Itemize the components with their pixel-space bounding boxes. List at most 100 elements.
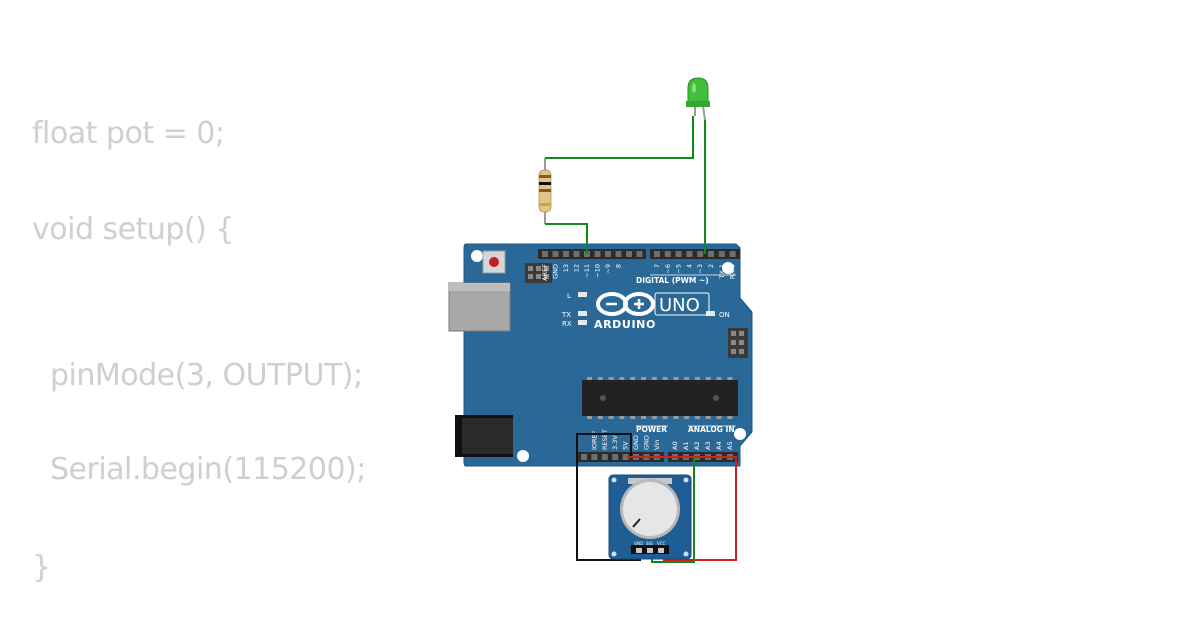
pot-pin-sig-label: SIG bbox=[646, 541, 653, 546]
power-pin-label: 3.3V bbox=[611, 435, 619, 450]
chip-pin bbox=[662, 416, 668, 419]
power-pin-label: 5V bbox=[622, 441, 630, 450]
chip-pin bbox=[684, 377, 690, 380]
digital-pin-hole[interactable] bbox=[563, 251, 569, 257]
icsp-header-right bbox=[728, 328, 748, 358]
digital-pin-hole[interactable] bbox=[708, 251, 714, 257]
code-line-5: } bbox=[32, 550, 51, 585]
chip-pin bbox=[641, 416, 646, 419]
header-pin-hole[interactable] bbox=[622, 454, 629, 460]
chip-pin bbox=[630, 377, 636, 380]
analog-pin-label: A1 bbox=[682, 441, 690, 450]
code-line-2: void setup() { bbox=[32, 212, 234, 247]
digital-pin-label: ~11 bbox=[583, 264, 591, 278]
led-rx-label: RX bbox=[562, 320, 572, 328]
led-tx-label: TX bbox=[561, 311, 571, 319]
chip-pin bbox=[716, 416, 722, 419]
chip-pin bbox=[619, 416, 625, 419]
digital-pin-label: 4 bbox=[685, 264, 693, 268]
digital-pin-label: ~9 bbox=[604, 264, 612, 274]
digital-pin-label: TX 1 bbox=[718, 264, 726, 280]
chip-pin bbox=[705, 377, 711, 380]
power-pin-label: RESET bbox=[601, 429, 609, 450]
wire-resistor-gnd bbox=[545, 223, 588, 254]
chip-pin bbox=[641, 377, 646, 380]
pot-pin-vcc-label: VCC bbox=[657, 541, 666, 546]
pot-pin-gnd-label: GND bbox=[634, 541, 643, 546]
power-pin-label: GND bbox=[642, 435, 650, 450]
chip-pin bbox=[597, 377, 603, 380]
chip-pin bbox=[673, 416, 679, 419]
chip-pin bbox=[662, 377, 668, 380]
digital-pin-hole[interactable] bbox=[686, 251, 693, 257]
mount-hole bbox=[722, 262, 734, 274]
digital-pin-hole[interactable] bbox=[718, 251, 725, 257]
digital-pin-label: ~5 bbox=[675, 264, 683, 274]
digital-header-left bbox=[538, 249, 646, 259]
digital-pin-hole[interactable] bbox=[542, 251, 548, 257]
digital-pin-hole[interactable] bbox=[654, 251, 660, 257]
digital-pin-hole[interactable] bbox=[605, 251, 611, 257]
chip-pin bbox=[716, 377, 722, 380]
arduino-brand-label: ARDUINO bbox=[594, 318, 656, 331]
header-pin-hole[interactable] bbox=[581, 454, 587, 460]
mount-hole bbox=[471, 250, 483, 262]
chip-pin bbox=[608, 377, 614, 380]
digital-header-label: DIGITAL (PWM ~) bbox=[636, 276, 709, 285]
led-l bbox=[578, 292, 587, 297]
digital-pin-hole[interactable] bbox=[664, 251, 671, 257]
digital-pin-label: GND bbox=[552, 264, 560, 279]
analog-pin-label: A3 bbox=[704, 441, 712, 450]
digital-pin-hole[interactable] bbox=[729, 251, 736, 257]
led-component[interactable] bbox=[686, 77, 710, 121]
digital-pin-label: ~3 bbox=[696, 264, 704, 274]
icsp-header bbox=[525, 263, 552, 283]
digital-pin-hole[interactable] bbox=[626, 251, 632, 257]
chip-pin bbox=[695, 377, 700, 380]
digital-pin-hole[interactable] bbox=[636, 251, 643, 257]
led-on bbox=[706, 311, 715, 316]
arduino-logo-icon bbox=[596, 292, 655, 316]
power-pin-label: GND bbox=[632, 435, 640, 450]
chip-pin bbox=[619, 377, 625, 380]
potentiometer-knob[interactable] bbox=[623, 482, 677, 536]
digital-pin-label: ~10 bbox=[594, 264, 602, 278]
power-header bbox=[578, 452, 664, 462]
chip-pin bbox=[597, 416, 603, 419]
digital-pin-hole[interactable] bbox=[675, 251, 682, 257]
digital-pin-label: 8 bbox=[615, 264, 623, 268]
digital-header-right bbox=[650, 249, 740, 259]
header-pin-hole[interactable] bbox=[612, 454, 619, 460]
digital-pin-label: AREF bbox=[541, 264, 549, 281]
code-line-1: float pot = 0; bbox=[32, 116, 225, 151]
digital-pin-label: ~6 bbox=[664, 264, 672, 274]
mount-hole bbox=[734, 428, 746, 440]
digital-pin-hole[interactable] bbox=[594, 251, 601, 257]
power-header-label: POWER bbox=[636, 425, 667, 434]
chip-pin bbox=[587, 377, 592, 380]
chip-pin bbox=[684, 416, 690, 419]
power-pin-label: IOREF bbox=[590, 430, 598, 450]
digital-pin-hole[interactable] bbox=[552, 251, 559, 257]
code-line-4: Serial.begin(115200); bbox=[50, 452, 366, 487]
resistor[interactable] bbox=[538, 158, 552, 224]
chip-pin bbox=[695, 416, 700, 419]
wire-led-resistor bbox=[545, 116, 694, 159]
header-pin-hole[interactable] bbox=[591, 454, 598, 460]
chip-pin bbox=[651, 377, 657, 380]
header-pin-hole[interactable] bbox=[601, 454, 608, 460]
potentiometer[interactable]: GND SIG VCC bbox=[608, 474, 692, 560]
microcontroller-chip bbox=[582, 377, 738, 419]
chip-pin bbox=[673, 377, 679, 380]
chip-pin bbox=[727, 416, 733, 419]
digital-pin-hole[interactable] bbox=[615, 251, 622, 257]
analog-pin-label: A2 bbox=[693, 441, 701, 450]
analog-pin-label: A4 bbox=[715, 441, 723, 450]
led-rx bbox=[578, 320, 587, 325]
digital-pin-hole[interactable] bbox=[697, 251, 704, 257]
digital-pin-hole[interactable] bbox=[573, 251, 580, 257]
chip-pin bbox=[630, 416, 636, 419]
chip-pin bbox=[587, 416, 592, 419]
